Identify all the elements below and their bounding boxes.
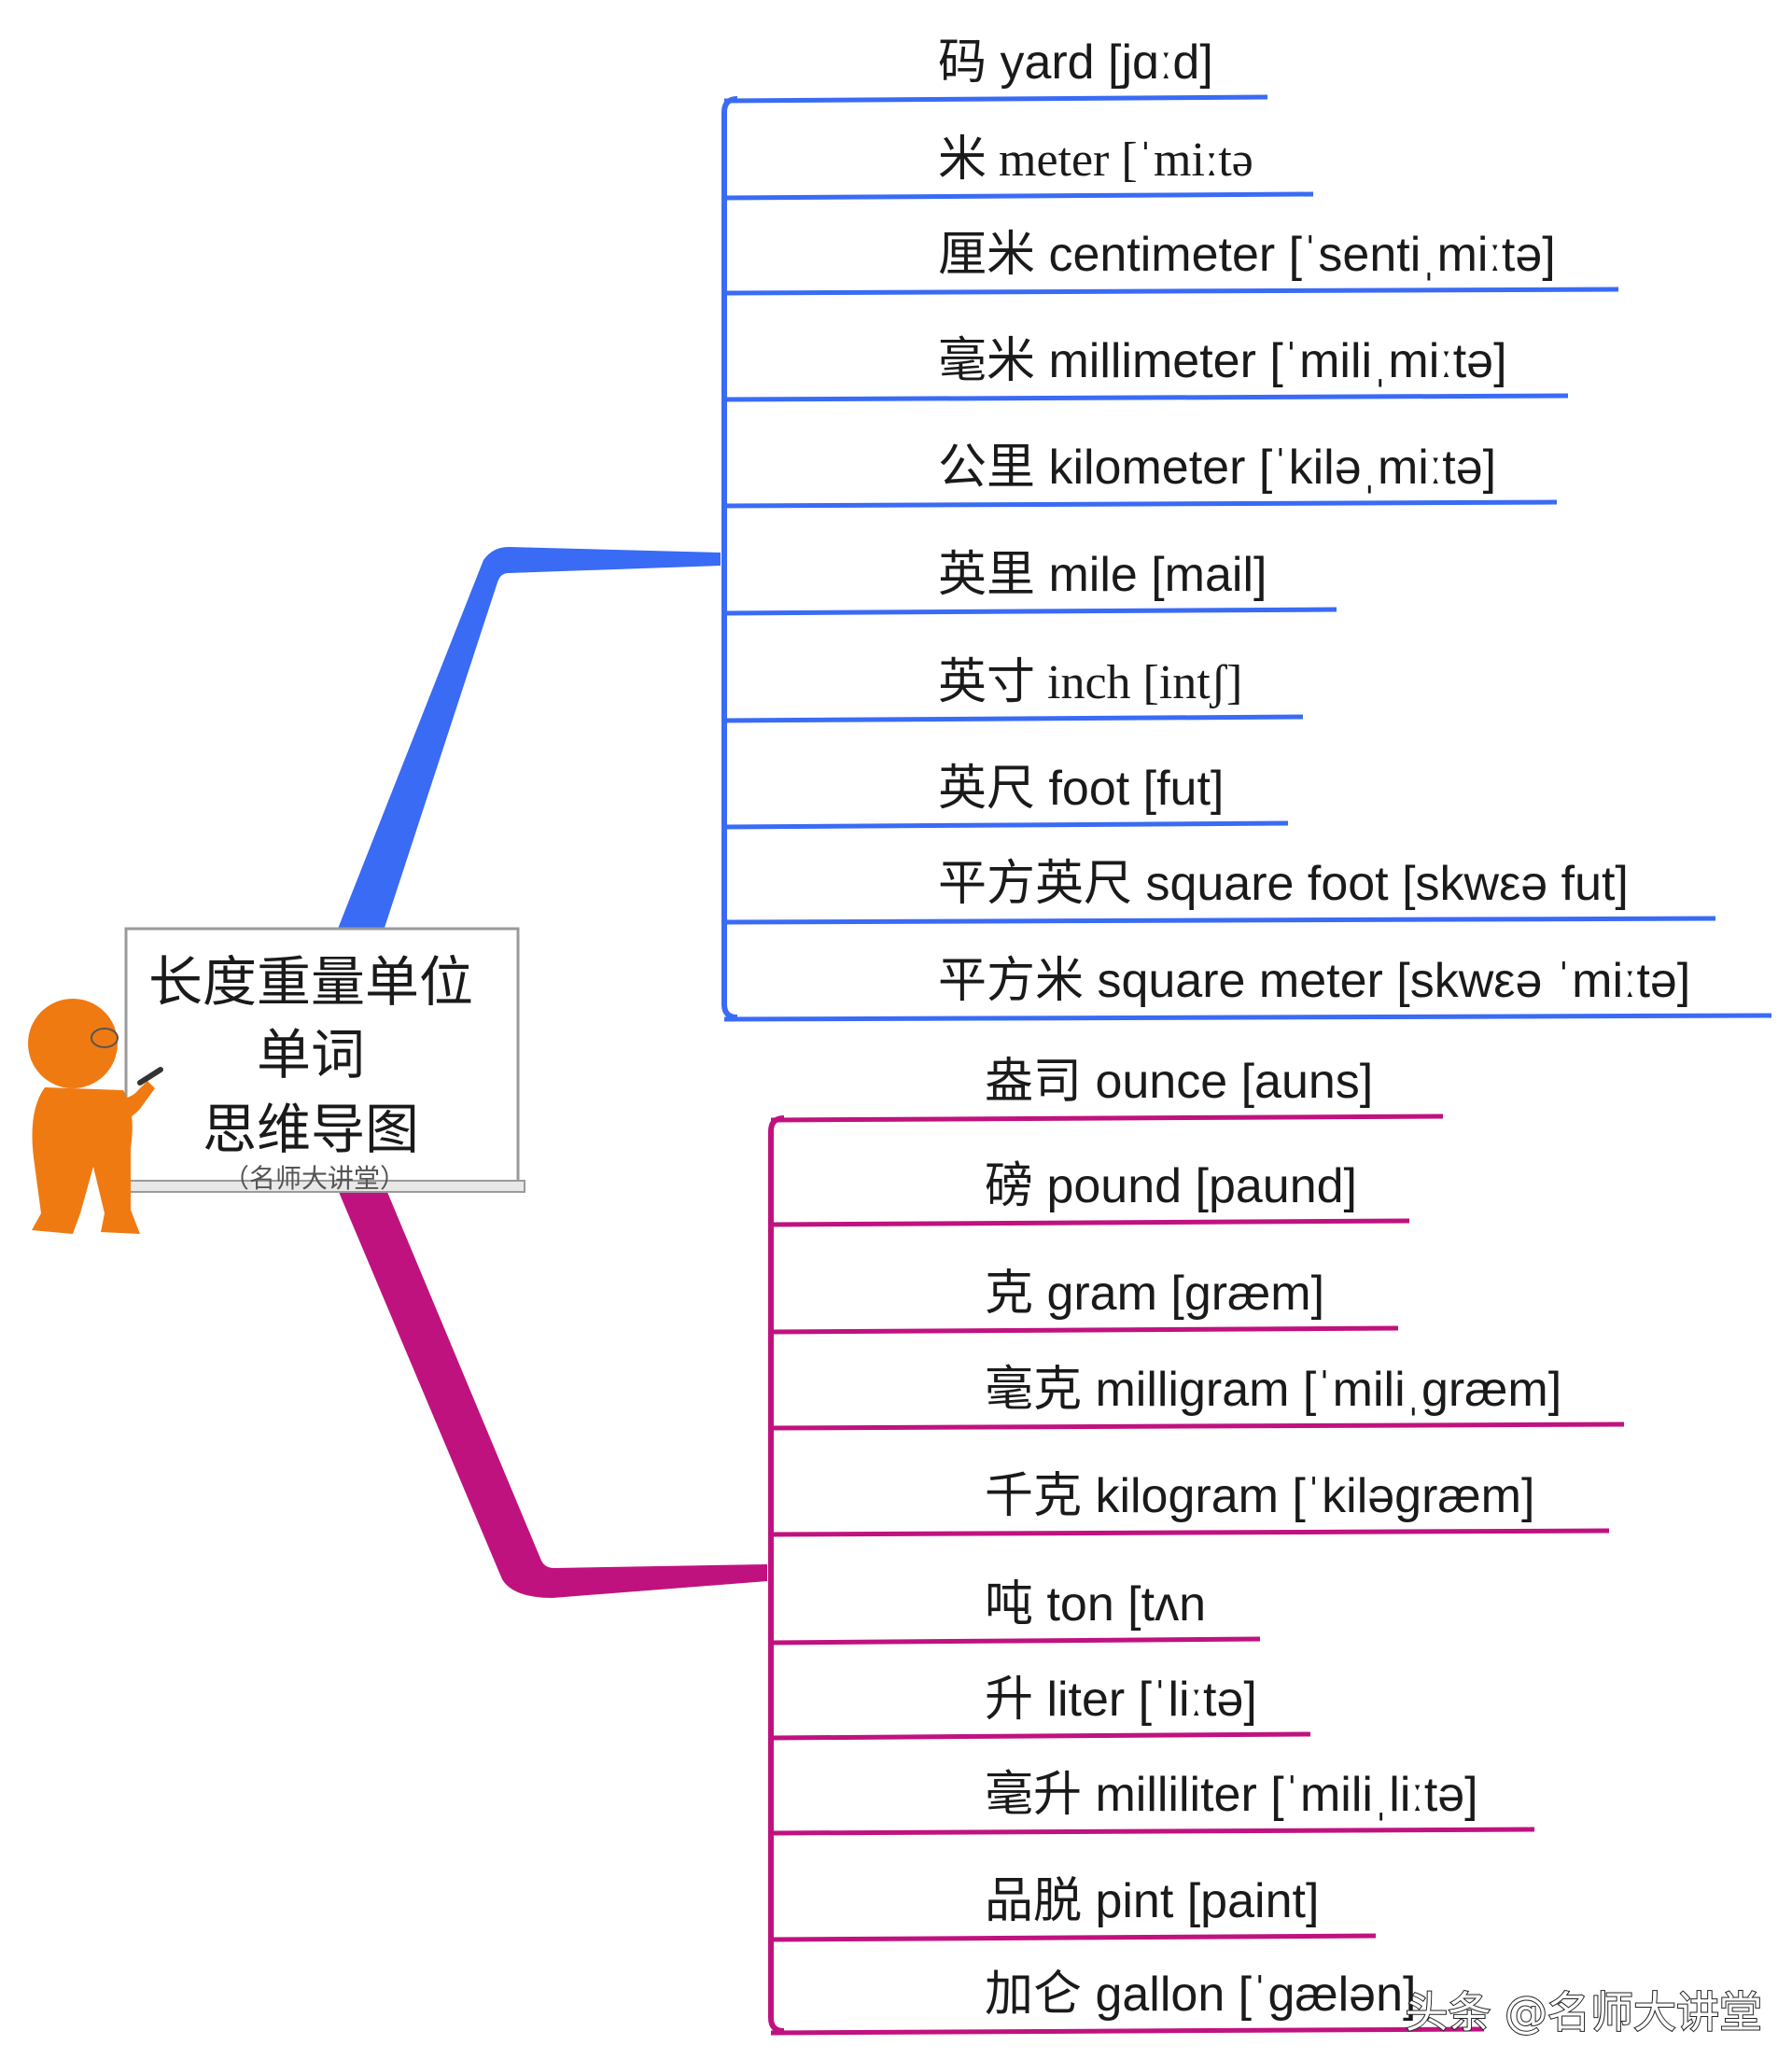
length-unit-underline <box>723 287 1619 296</box>
weight-unit-label: 磅 pound [paund] <box>985 1159 1357 1213</box>
weight-unit-underline <box>770 1114 1444 1123</box>
length-unit-label: 公里 kilometer [ˈkiləˌmiːtə] <box>938 441 1496 495</box>
weight-unit-underline <box>770 1528 1610 1537</box>
length-unit-rail <box>721 96 738 1020</box>
board-title-line-3: 思维导图 <box>203 1098 419 1161</box>
length-unit-label: 米 meter [ˈmiːtə <box>938 133 1253 187</box>
length-unit-underline <box>723 393 1569 402</box>
weight-branch-lines <box>768 1114 1625 2036</box>
length-unit-label: 平方米 square meter [skwεə ˈmiːtə] <box>938 954 1690 1008</box>
weight-unit-rail <box>768 1115 785 2034</box>
watermark-text: 头条 @名师大讲堂 <box>1405 1987 1762 2038</box>
length-unit-label: 英寸 inch [intʃ] <box>938 656 1242 709</box>
weight-unit-underline <box>770 1731 1311 1741</box>
length-unit-underline <box>723 820 1289 830</box>
length-unit-underline <box>723 607 1337 616</box>
weight-unit-label: 毫克 milligram [ˈmiliˌgræm] <box>985 1363 1561 1417</box>
weight-unit-underline <box>770 1933 1377 1942</box>
board-subtitle: （名师大讲堂） <box>223 1163 406 1194</box>
weight-unit-label: 千克 kilogram [ˈkiləgræm] <box>985 1469 1534 1523</box>
length-branch-trunk <box>336 547 721 933</box>
teacher-presenting-icon <box>28 999 163 1234</box>
board-title-line-2: 单词 <box>257 1023 365 1086</box>
weight-unit-underline <box>770 1218 1410 1227</box>
weight-unit-underline <box>770 2026 1485 2036</box>
weight-unit-label: 加仑 gallon [ˈgælən] <box>985 1968 1416 2022</box>
weight-unit-label: 盎司 ounce [auns] <box>985 1055 1373 1109</box>
board-title-line-1: 长度重量单位 <box>148 950 473 1014</box>
weight-unit-label: 吨 ton [tʌn <box>985 1577 1206 1632</box>
weight-unit-label: 克 gram [græm] <box>985 1267 1324 1321</box>
length-unit-label: 毫米 millimeter [ˈmiliˌmiːtə] <box>938 334 1507 388</box>
weight-unit-label: 品脱 pint [paint] <box>985 1874 1319 1928</box>
length-unit-label: 平方英尺 square foot [skwεə fut] <box>938 857 1629 911</box>
length-branch-lines <box>721 94 1772 1022</box>
weight-unit-label: 毫升 milliliter [ˈmiliˌliːtə] <box>985 1768 1478 1822</box>
length-unit-labels: 码 yard [jɑːd] 米 meter [ˈmiːtə 厘米 centimete… <box>938 35 1690 1008</box>
weight-branch-trunk <box>336 1185 767 1598</box>
length-unit-underline <box>723 94 1268 104</box>
weight-unit-underline <box>770 1636 1261 1646</box>
length-unit-label: 码 yard [jɑːd] <box>938 35 1213 90</box>
weight-unit-underline <box>770 1422 1625 1431</box>
length-unit-underline <box>723 916 1716 925</box>
length-unit-underline <box>723 499 1558 509</box>
length-unit-underline <box>723 1013 1772 1022</box>
central-topic-board: 长度重量单位 单词 思维导图 （名师大讲堂） <box>122 927 525 1194</box>
length-unit-underline <box>723 191 1314 201</box>
weight-unit-label: 升 liter [ˈliːtə] <box>985 1673 1257 1727</box>
length-unit-label: 英尺 foot [fut] <box>938 762 1224 816</box>
weight-unit-labels: 盎司 ounce [auns] 磅 pound [paund] 克 gram [gr… <box>985 1055 1561 2022</box>
weight-unit-underline <box>770 1325 1399 1335</box>
length-unit-label: 英里 mile [mail] <box>938 548 1267 602</box>
weight-unit-underline <box>770 1827 1535 1836</box>
length-unit-label: 厘米 centimeter [ˈsentiˌmiːtə] <box>938 228 1556 282</box>
length-unit-underline <box>723 714 1304 723</box>
